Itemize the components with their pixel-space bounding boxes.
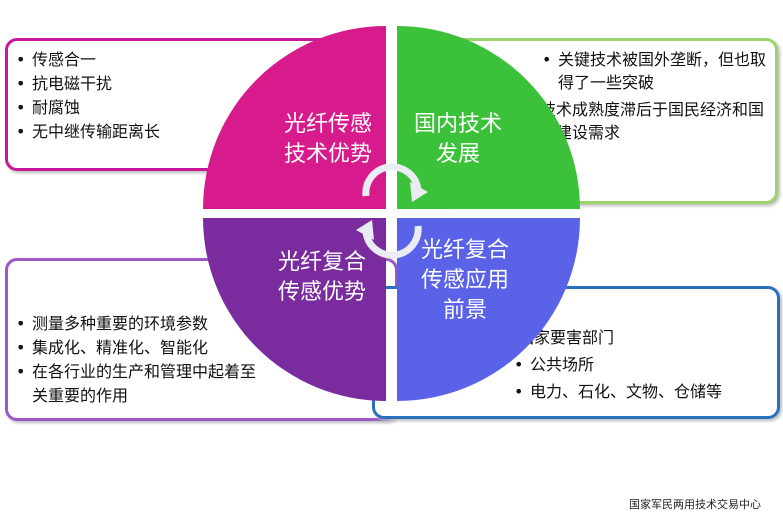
- list-item: 测量多种重要的环境参数: [14, 312, 264, 336]
- list-item: 关键技术被国外垄断，但也取得了一些突破: [540, 48, 772, 94]
- list-item: 公共场所: [512, 353, 776, 377]
- cycle-arrows-icon: [356, 163, 428, 259]
- list-item: 电力、石化、文物、仓储等: [512, 380, 776, 404]
- list-item: 国家要害部门: [518, 328, 615, 347]
- list-item: 耐腐蚀: [14, 96, 254, 120]
- domestic-development-list: 关键技术被国外垄断，但也取得了一些突破 技术成熟度滞后于国民经济和国防建设需求: [540, 48, 772, 144]
- quadrant-top-right: [397, 26, 580, 209]
- advantages-list: 传感合一 抗电磁干扰 耐腐蚀 无中继传输距离长: [14, 48, 254, 144]
- list-item: 传感合一: [14, 48, 254, 72]
- application-prospects-list: 国家要害部门 公共场所 电力、石化、文物、仓储等: [512, 326, 776, 407]
- quadrant-bottom-left: [203, 218, 386, 401]
- list-item: 抗电磁干扰: [14, 72, 254, 96]
- application-prospects-title: 光纤复合 传感应用 前景: [420, 238, 509, 323]
- footer-source: 国家军民两用技术交易中心: [629, 498, 761, 511]
- quadrant-top-left: [203, 26, 386, 209]
- list-item: 在各行业的生产和管理中起着至关重要的作用: [14, 360, 264, 408]
- list-item: 集成化、精准化、智能化: [14, 336, 264, 360]
- list-item: 无中继传输距离长: [14, 120, 254, 144]
- advantages-title: 光纤传感 技术优势: [283, 112, 372, 167]
- quadrant-bottom-right: [397, 218, 580, 401]
- domestic-development-title: 国内技术 发展: [413, 112, 502, 167]
- composite-advantages-title: 光纤复合 传感优势: [277, 250, 366, 305]
- composite-advantages-list: 测量多种重要的环境参数 集成化、精准化、智能化 在各行业的生产和管理中起着至关重…: [14, 312, 264, 408]
